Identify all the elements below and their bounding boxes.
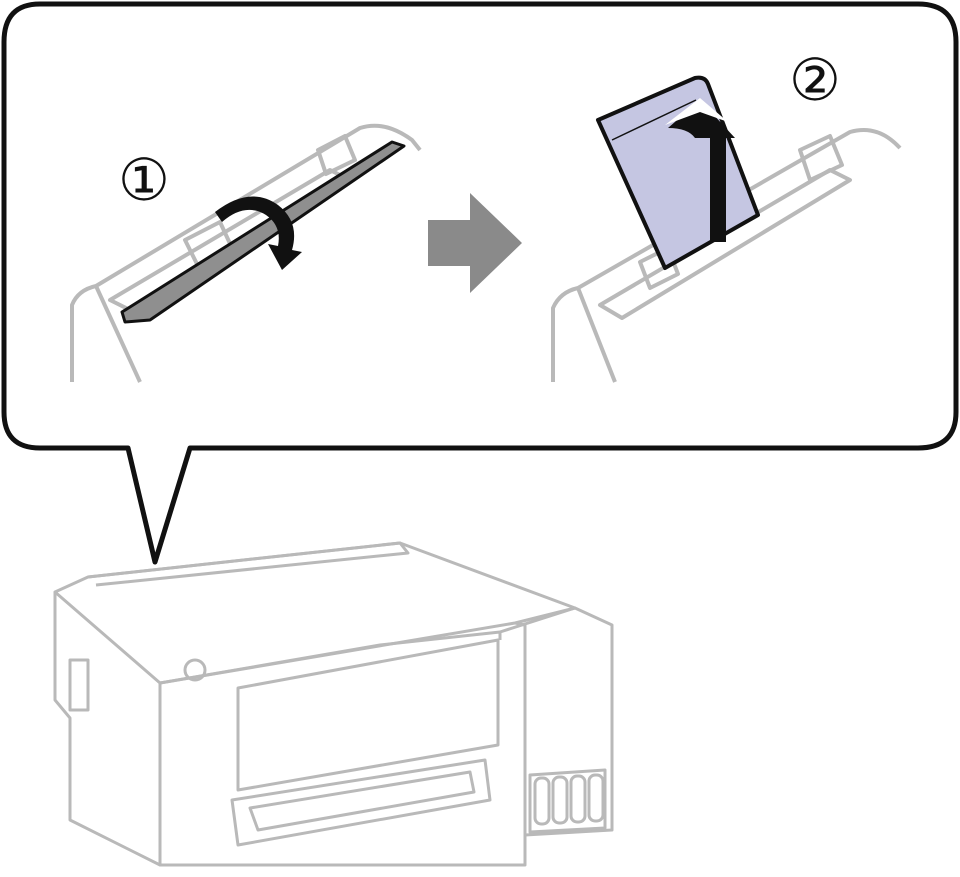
scanner-lid-edge (87, 541, 410, 587)
ink-tank-1 (533, 776, 551, 826)
printer-left-side (53, 592, 161, 867)
step-2-panel: ② (551, 46, 902, 383)
output-tray-inner (248, 770, 476, 832)
ink-tank-3 (569, 774, 587, 824)
front-cover (236, 638, 500, 792)
ink-tank-4 (587, 773, 605, 823)
printer-front (158, 621, 527, 867)
arrow-up-icon (668, 100, 735, 242)
ink-tank-window (528, 768, 607, 834)
control-strip (159, 630, 502, 685)
step-1-edge-guide-right (316, 134, 357, 176)
printer (53, 541, 614, 867)
step-2-printer-edge (576, 287, 617, 383)
power-button (183, 658, 207, 682)
left-vent (68, 658, 90, 712)
step-1-panel: ① (70, 123, 422, 383)
arrow-right-icon (428, 193, 522, 293)
arrow-up-icon-head (665, 98, 728, 125)
rotate-arrow-icon (215, 196, 302, 270)
step-1-number: ① (118, 146, 170, 214)
step-1-printer-edge (94, 285, 142, 383)
step-2-edge-guide (798, 134, 844, 182)
output-tray (230, 758, 492, 847)
feeder-guard (120, 140, 406, 324)
ink-tank-2 (551, 775, 569, 825)
ink-tank-unit (499, 606, 614, 837)
paper-inner-edge (611, 99, 697, 141)
step-2-number: ② (789, 46, 841, 114)
